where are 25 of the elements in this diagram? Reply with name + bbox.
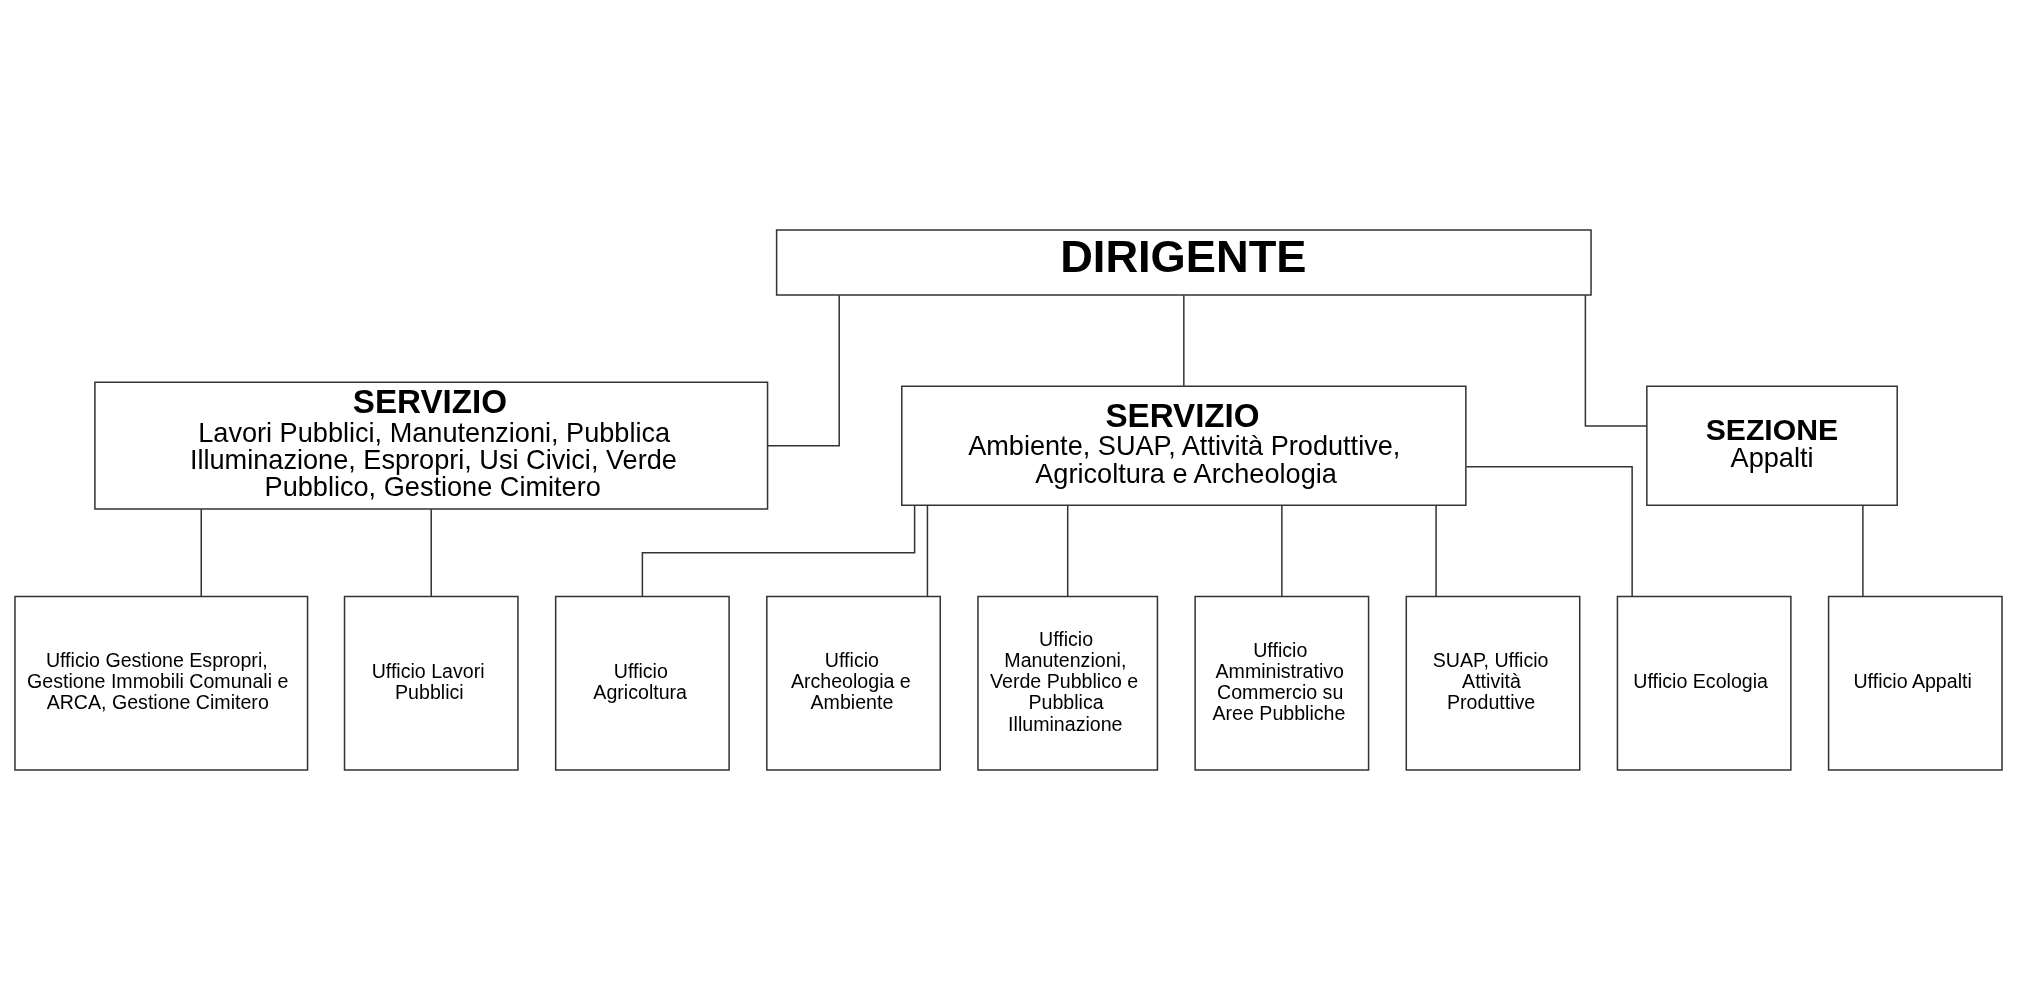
connector	[1183, 294, 1185, 387]
connector	[1862, 504, 1864, 598]
connector	[200, 508, 202, 597]
connector	[1584, 294, 1648, 427]
node-box: Ufficio Agricoltura	[554, 595, 730, 771]
connector	[926, 504, 929, 598]
connector	[1435, 504, 1437, 598]
node-box: Ufficio Gestione Espropri, Gestione Immobili Comunali e ARCA, Gestione Cimitero	[14, 595, 309, 771]
connector	[641, 504, 916, 597]
node-box: Ufficio Amministrativo Commercio su Aree Pubbliche	[1194, 595, 1370, 771]
node-box: SERVIZIO Lavori Pubblici, Manutenzioni, Pubblica Illuminazione, Espropri, Usi Civici, Verde Pubblico, Gestione Cimitero	[94, 381, 769, 510]
connector	[430, 508, 432, 597]
node-box: DIRIGENTE	[775, 229, 1592, 296]
node-box: SERVIZIO Ambiente, SUAP, Attività Produttive, Agricoltura e Archeologia	[901, 385, 1467, 507]
node-box: Ufficio Ecologia	[1616, 595, 1792, 771]
node-box: Ufficio Lavori Pubblici	[343, 595, 519, 771]
connector	[1066, 504, 1069, 598]
connector	[766, 294, 840, 447]
node-box: Ufficio Appalti	[1827, 595, 2003, 771]
connector	[1281, 504, 1283, 598]
node-box: SEZIONE Appalti	[1646, 385, 1898, 507]
node-box: SUAP, Ufficio Attività Produttive	[1405, 595, 1581, 771]
node-box: Ufficio Manutenzioni, Verde Pubblico e Pubblica Illuminazione	[977, 595, 1159, 771]
connector	[1465, 466, 1633, 598]
node-box: Ufficio Archeologia e Ambiente	[766, 595, 941, 771]
